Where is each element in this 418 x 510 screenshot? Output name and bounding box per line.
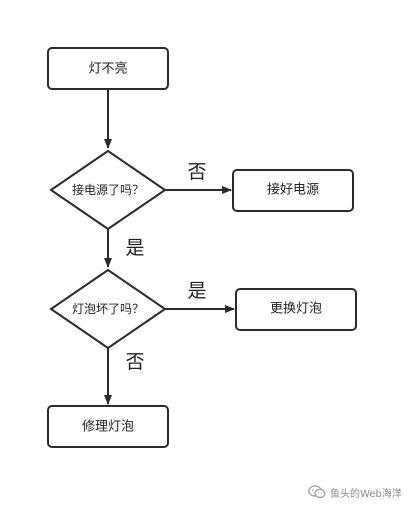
process-box — [47, 405, 169, 448]
decision-diamond — [49, 268, 167, 350]
process-box — [235, 288, 357, 331]
node-action-connect: 接好电源 — [232, 169, 354, 212]
node-label: 灯不亮 — [88, 61, 127, 77]
node-label: 接电源了吗？ — [72, 182, 144, 197]
decision-diamond — [49, 149, 167, 231]
process-box — [47, 47, 169, 90]
edge-label-bulb-no: 否 — [125, 351, 144, 373]
watermark-text: 鱼头的Web海洋 — [330, 488, 402, 500]
process-box — [232, 169, 354, 212]
node-decision-bulb: 灯泡坏了吗？ — [49, 268, 167, 350]
node-label: 更换灯泡 — [270, 302, 322, 317]
edge-label-power-yes: 是 — [125, 237, 144, 259]
node-action-replace: 更换灯泡 — [235, 288, 357, 331]
node-label: 修理灯泡 — [82, 420, 134, 435]
node-action-repair: 修理灯泡 — [47, 405, 169, 448]
edges — [104, 89, 235, 405]
edge-label-power-no: 否 — [187, 161, 206, 183]
node-start: 灯不亮 — [47, 47, 169, 90]
wechat-icon — [308, 485, 326, 499]
watermark: 鱼头的Web海洋 — [308, 483, 402, 501]
node-label: 接好电源 — [267, 182, 319, 198]
node-label: 灯泡坏了吗？ — [72, 302, 144, 316]
edge-label-bulb-yes: 是 — [187, 280, 206, 302]
node-decision-power: 接电源了吗？ — [49, 149, 167, 231]
